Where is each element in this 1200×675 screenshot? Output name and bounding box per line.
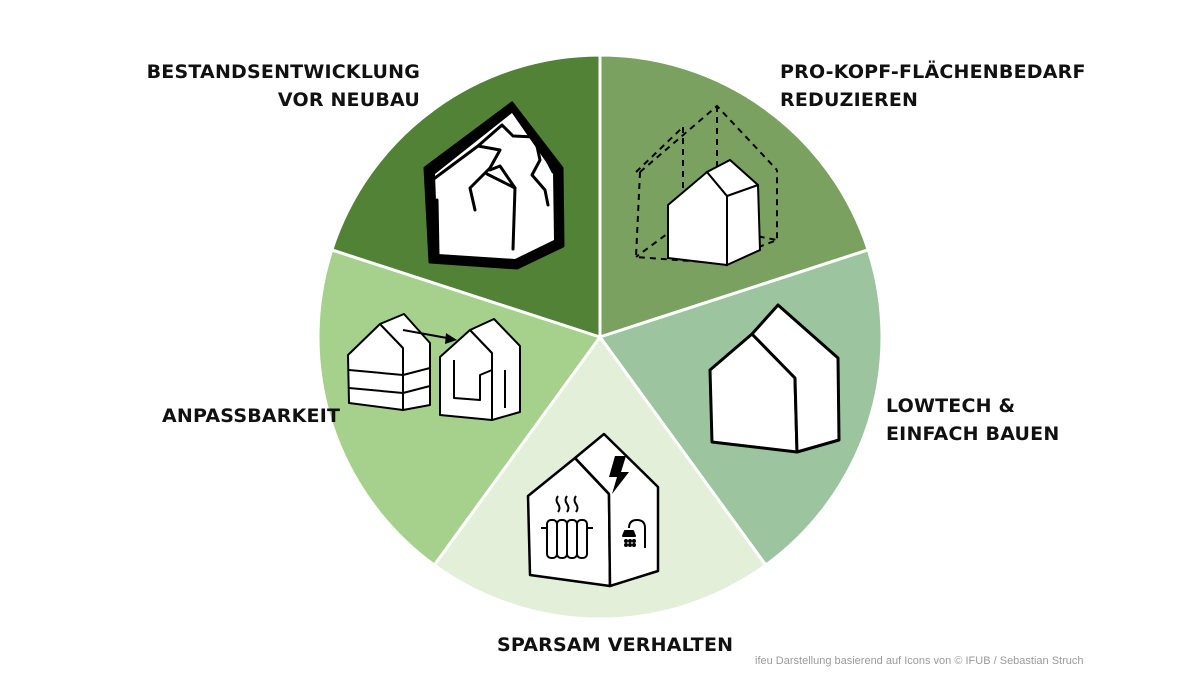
house-with-radiator-shower-lightning-icon: [526, 432, 660, 588]
label-anpassbarkeit: ANPASSBARKEIT: [162, 402, 340, 430]
label-line: LOWTECH &: [886, 395, 1016, 417]
label-line: PRO-KOPF-FLÄCHENBEDARF: [780, 61, 1086, 83]
small-house-in-large-outline-icon: [634, 104, 778, 267]
credit-text: ifeu Darstellung basierend auf Icons von…: [755, 655, 1084, 667]
simple-house-icon: [708, 303, 841, 454]
label-line: REDUZIEREN: [780, 89, 919, 111]
label-lowtech: LOWTECH & EINFACH BAUEN: [886, 392, 1059, 448]
label-sparsam: SPARSAM VERHALTEN: [497, 631, 733, 659]
label-line: VOR NEUBAU: [277, 89, 420, 111]
label-line: ANPASSBARKEIT: [162, 405, 341, 427]
label-line: BESTANDSENTWICKLUNG: [146, 61, 420, 83]
cracked-house-icon: [423, 101, 565, 270]
label-pro-kopf: PRO-KOPF-FLÄCHENBEDARF REDUZIEREN: [780, 58, 1086, 114]
label-line: EINFACH BAUEN: [886, 423, 1060, 445]
adaptable-house-arrow-icon: [347, 313, 521, 421]
label-line: SPARSAM VERHALTEN: [497, 634, 734, 656]
label-bestandsentwicklung: BESTANDSENTWICKLUNG VOR NEUBAU: [120, 58, 420, 114]
